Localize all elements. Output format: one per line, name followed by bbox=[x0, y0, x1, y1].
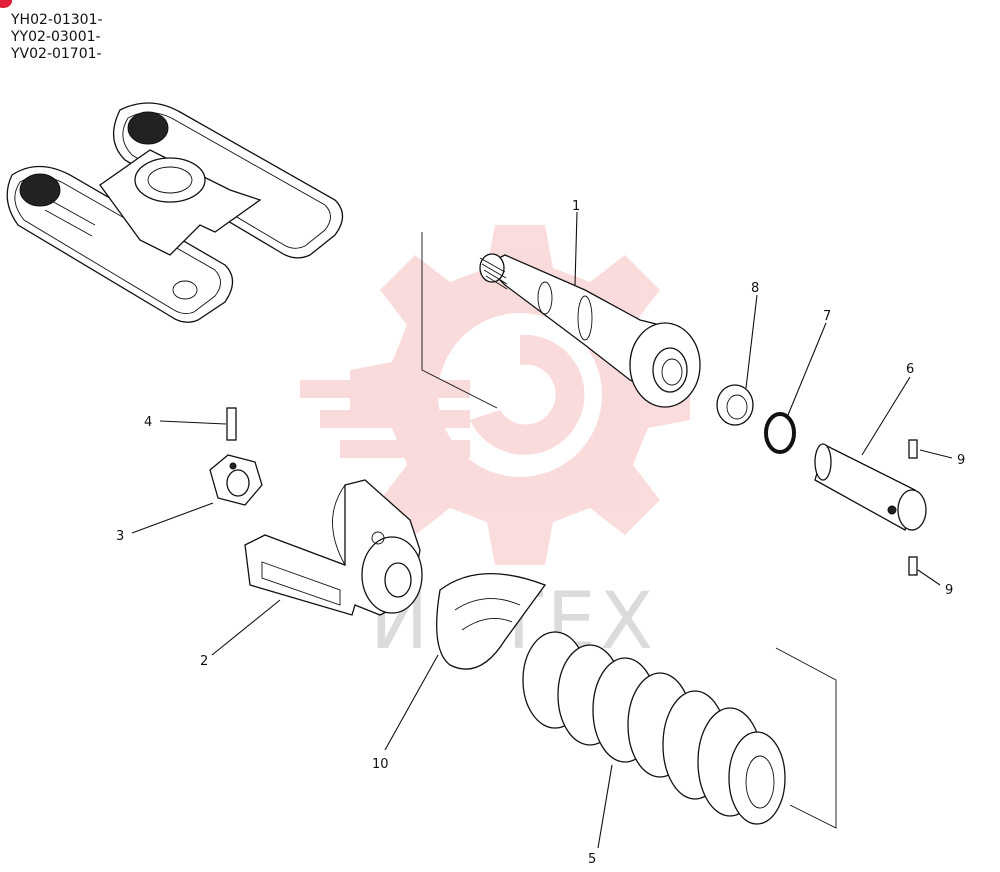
callout-7: 7 bbox=[823, 309, 831, 324]
part-4-pin bbox=[226, 407, 237, 441]
part-8-ring bbox=[716, 384, 754, 426]
callout-1: 1 bbox=[572, 199, 580, 214]
part-7-snap-ring bbox=[764, 412, 796, 454]
undercarriage-overview bbox=[6, 102, 344, 323]
part-1-shaft bbox=[421, 232, 701, 409]
callout-3: 3 bbox=[116, 529, 124, 544]
part-6-pin bbox=[814, 443, 927, 531]
callout-5: 5 bbox=[588, 852, 596, 867]
serial-number: YV02-01701- bbox=[11, 46, 102, 62]
callout-9-upper: 9 bbox=[957, 453, 965, 468]
serial-number-list: YH02-01301- YY02-03001- YV02-01701- bbox=[11, 12, 103, 63]
part-2-yoke bbox=[244, 479, 423, 616]
part-3-nut bbox=[209, 454, 263, 506]
leader-lines bbox=[131, 211, 953, 849]
callout-10: 10 bbox=[372, 757, 389, 772]
callout-6: 6 bbox=[906, 362, 914, 377]
callout-8: 8 bbox=[751, 281, 759, 296]
corner-marker bbox=[0, 0, 12, 8]
callout-labels: 1 2 3 4 5 6 7 8 9 9 10 bbox=[116, 199, 965, 867]
serial-number: YY02-03001- bbox=[11, 29, 101, 45]
callout-2: 2 bbox=[200, 654, 208, 669]
serial-number: YH02-01301- bbox=[11, 12, 103, 28]
part-9-pins bbox=[908, 439, 918, 576]
part-5-spring bbox=[522, 631, 837, 829]
callout-4: 4 bbox=[144, 415, 152, 430]
callout-9-lower: 9 bbox=[945, 583, 953, 598]
part-10-plate bbox=[436, 572, 547, 670]
